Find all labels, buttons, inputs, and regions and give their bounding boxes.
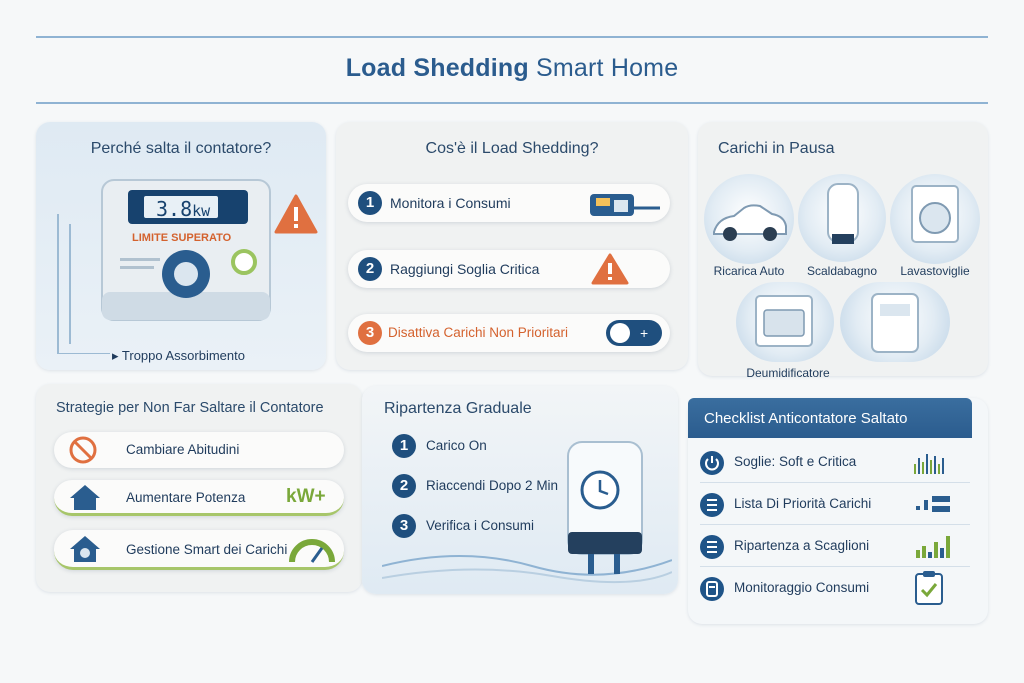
meter-reading: 3.8kw: [156, 197, 211, 221]
dishwasher-icon: [890, 174, 980, 264]
restart-step-text: Verifica i Consumi: [426, 518, 535, 533]
checklist-header: Checklist Anticontatore Saltato: [688, 398, 972, 438]
step-number: 3: [358, 321, 382, 345]
checklist-item: Ripartenza a Scaglioni: [700, 532, 970, 562]
checklist-text: Ripartenza a Scaglioni: [734, 538, 870, 553]
step-threshold: 2 Raggiungi Soglia Critica: [348, 250, 670, 288]
bar-chart-icon: [914, 454, 944, 474]
restart-step-number: 3: [392, 514, 416, 538]
no-habits-icon: [69, 436, 97, 464]
load-shedding-heading: Cos'è il Load Shedding?: [425, 140, 599, 157]
checklist-text: Lista Di Priorità Carichi: [734, 496, 872, 511]
page-title: Load Shedding Smart Home: [0, 54, 1024, 83]
strategy-text: Gestione Smart dei Carichi: [126, 542, 288, 557]
title-rest: Smart Home: [536, 54, 679, 82]
staggered-bars-icon: [916, 536, 950, 558]
checklist-divider: [700, 524, 970, 525]
limit-exceeded-label: LIMITE SUPERATO: [132, 232, 232, 244]
checklist-divider: [700, 566, 970, 567]
clipboard-icon: [915, 571, 943, 605]
checklist-heading: Checklist Anticontatore Saltato: [704, 410, 908, 427]
gear-house-icon: [70, 536, 100, 562]
step-number: 2: [358, 257, 382, 281]
priority-list-icon: [916, 496, 950, 512]
step-monitor: 1 Monitora i Consumi: [348, 184, 670, 222]
load-shedding-panel: Cos'è il Load Shedding? 1 Monitora i Con…: [336, 122, 688, 370]
warning-icon: [591, 253, 629, 285]
restart-step-number: 1: [392, 434, 416, 458]
gauge-icon: [289, 539, 335, 563]
strategy-smart: Gestione Smart dei Carichi: [54, 530, 344, 570]
checklist-item: Soglie: Soft e Critica: [700, 448, 970, 478]
list-icon: [700, 493, 724, 517]
water-heater-icon: [798, 174, 886, 262]
strategy-power: Aumentare Potenza kW+: [54, 480, 344, 516]
restart-heading: Ripartenza Graduale: [384, 400, 532, 417]
paused-label-dehumidifier: Deumidificatore: [746, 366, 830, 380]
strategies-panel: Strategie per Non Far Saltare il Contato…: [36, 384, 362, 592]
meter-plug-icon: [590, 194, 660, 216]
strategy-habits: Cambiare Abitudini: [54, 432, 344, 468]
paused-label-dishwasher: Lavastoviglie: [900, 264, 970, 278]
strategies-heading: Strategie per Non Far Saltare il Contato…: [56, 400, 324, 416]
checklist-item: Lista Di Priorità Carichi: [700, 490, 970, 520]
meter-panel-heading: Perché salta il contatore?: [90, 140, 272, 157]
step-text: Disattiva Carichi Non Prioritari: [388, 325, 569, 340]
restart-step-text: Riaccendi Dopo 2 Min: [426, 478, 559, 493]
cable-decoration: [382, 555, 672, 584]
paused-loads-panel: Carichi in Pausa Ricarica Auto Scaldabag…: [698, 122, 988, 380]
water-heater-timer-icon: [567, 441, 643, 574]
step-number: 1: [358, 191, 382, 215]
paused-label-car: Ricarica Auto: [713, 264, 785, 278]
paused-loads-heading: Carichi in Pausa: [718, 140, 835, 157]
plus-icon: +: [640, 325, 649, 341]
kw-plus-badge: kW+: [286, 486, 326, 507]
step-text: Raggiungi Soglia Critica: [390, 261, 540, 277]
warning-icon: [274, 194, 318, 234]
toggle-knob: [610, 323, 630, 343]
paused-label-heater: Scaldabagno: [806, 264, 878, 278]
top-divider: [36, 36, 988, 38]
step-disable-loads: 3 Disattiva Carichi Non Prioritari +: [348, 314, 670, 352]
checklist-divider: [700, 482, 970, 483]
toggle-switch[interactable]: +: [606, 320, 662, 346]
electric-meter-illustration: [57, 179, 271, 354]
title-bold: Load Shedding: [345, 54, 529, 82]
checklist-text: Monitoraggio Consumi: [734, 580, 870, 595]
oven-icon: [736, 282, 834, 362]
restart-panel: Ripartenza Graduale 1 Carico On 2 Riacce…: [362, 386, 678, 594]
restart-step-number: 2: [392, 474, 416, 498]
meter-caption: ▸ Troppo Assorbimento: [112, 348, 245, 363]
house-power-icon: [70, 485, 100, 510]
dehumidifier-icon: [840, 282, 950, 362]
strategy-text: Aumentare Potenza: [126, 490, 246, 505]
list-icon: [700, 535, 724, 559]
step-text: Monitora i Consumi: [390, 195, 511, 211]
car-icon: [704, 174, 794, 264]
power-icon: [700, 451, 724, 475]
title-divider: [36, 102, 988, 104]
restart-step-text: Carico On: [426, 438, 487, 453]
checklist-item: Monitoraggio Consumi: [700, 571, 970, 605]
meter-panel: Perché salta il contatore? 3.8kw LIMITE …: [36, 122, 326, 370]
meter-icon: [700, 577, 724, 601]
strategy-text: Cambiare Abitudini: [126, 442, 240, 457]
checklist-text: Soglie: Soft e Critica: [734, 454, 857, 469]
